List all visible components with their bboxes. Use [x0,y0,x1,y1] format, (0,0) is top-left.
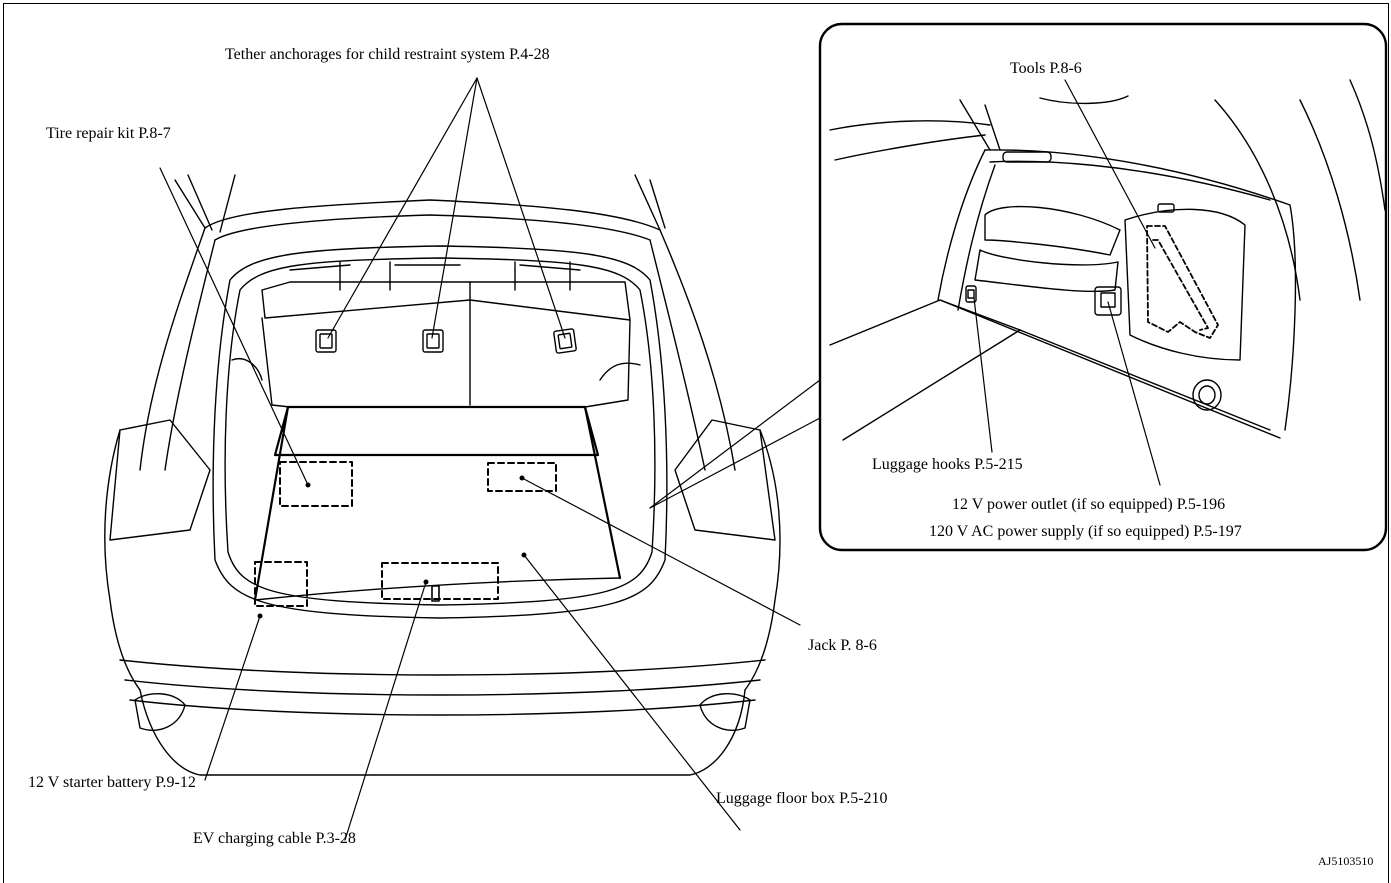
label-jack: Jack P. 8-6 [808,637,877,654]
label-ac-power-supply: 120 V AC power supply (if so equipped) P… [929,523,1242,540]
leader-dots [257,475,527,619]
label-ev-charging-cable: EV charging cable P.3-28 [193,830,356,847]
cargo-opening [212,245,668,619]
label-tire-repair-kit: Tire repair kit P.8-7 [46,125,171,142]
vehicle-body [104,174,781,776]
label-luggage-floor-box: Luggage floor box P.5-210 [716,790,888,807]
label-power-outlet: 12 V power outlet (if so equipped) P.5-1… [952,496,1226,513]
floor-box-handle [431,585,440,602]
label-tether-anchorages: Tether anchorages for child restraint sy… [225,46,550,63]
label-tools: Tools P.8-6 [1010,60,1082,77]
figure-frame [3,3,1389,883]
leader-lines [159,77,821,841]
inset-illustration [829,79,1386,486]
figure-code: AJ5103510 [1318,854,1374,868]
label-luggage-hooks: Luggage hooks P.5-215 [872,456,1023,473]
hidden-compartments [254,461,557,607]
label-starter-battery: 12 V starter battery P.9-12 [28,774,196,791]
